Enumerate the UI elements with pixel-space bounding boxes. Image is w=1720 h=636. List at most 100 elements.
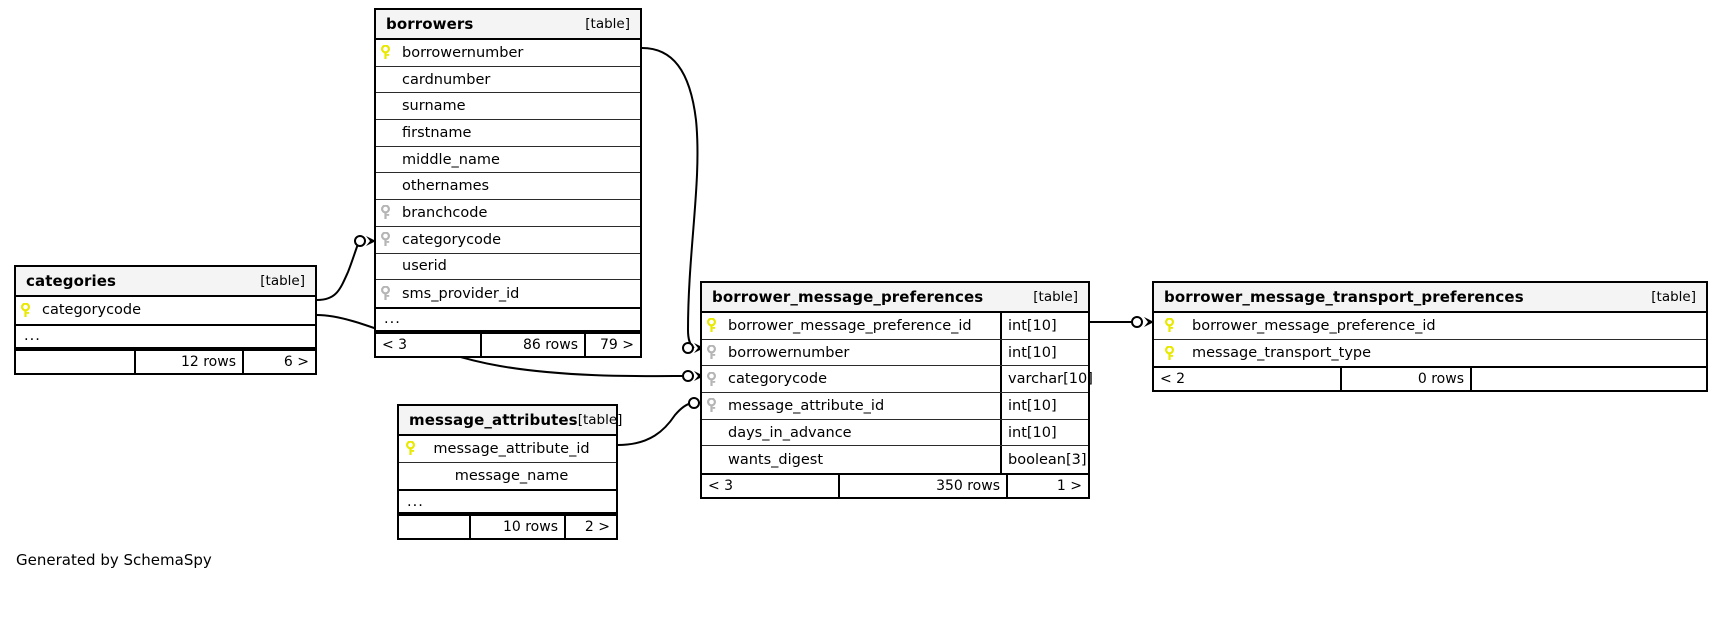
table-row[interactable]: categorycode	[376, 227, 640, 254]
footer-children-count[interactable]: 79 >	[584, 333, 640, 356]
primary-key-icon	[702, 313, 720, 339]
table-title: borrowers	[386, 15, 474, 33]
column-name: message_transport_type	[1192, 345, 1372, 362]
table-footer: < 3 86 rows 79 >	[376, 331, 640, 356]
column-type: varchar[10]	[1000, 366, 1093, 393]
table-row[interactable]: message_attribute_id int[10]	[702, 393, 1088, 420]
no-key-icon	[376, 173, 394, 199]
column-name: sms_provider_id	[402, 285, 520, 302]
table-tag: [table]	[1033, 289, 1078, 305]
table-row[interactable]: borrowernumber	[376, 40, 640, 67]
column-name: othernames	[402, 178, 490, 195]
table-row[interactable]: borrowernumber int[10]	[702, 339, 1088, 367]
table-tag: [table]	[585, 16, 630, 32]
footer-children-count	[1470, 368, 1706, 391]
footer-children-count[interactable]: 6 >	[242, 350, 315, 373]
table-row[interactable]: userid	[376, 254, 640, 281]
footer-parents-count	[399, 516, 469, 538]
table-header-borrowers: borrowers [table]	[376, 10, 640, 40]
primary-key-icon	[399, 436, 421, 462]
table-row[interactable]: days_in_advance int[10]	[702, 419, 1088, 447]
table-row[interactable]: firstname	[376, 120, 640, 147]
table-row[interactable]: borrower_message_preference_id int[10]	[702, 313, 1088, 340]
column-type: int[10]	[1000, 393, 1088, 419]
table-node-borrowers[interactable]: borrowers [table] borrowernumber cardnum…	[374, 8, 642, 358]
footer-children-count[interactable]: 1 >	[1006, 475, 1088, 498]
no-key-icon	[702, 446, 720, 473]
table-title: borrower_message_transport_preferences	[1164, 288, 1524, 306]
more-columns-indicator: ...	[376, 306, 640, 332]
table-footer: < 3 350 rows 1 >	[702, 473, 1088, 498]
no-key-icon	[376, 147, 394, 173]
primary-key-icon	[1154, 313, 1184, 339]
column-name: borrower_message_preference_id	[728, 317, 972, 334]
table-row[interactable]: message_transport_type	[1154, 340, 1706, 367]
table-node-borrower-message-transport-preferences[interactable]: borrower_message_transport_preferences […	[1152, 281, 1708, 393]
foreign-key-icon	[702, 393, 720, 419]
edge-endpoint-circle	[682, 342, 694, 354]
table-row[interactable]: cardnumber	[376, 67, 640, 94]
table-row[interactable]: borrower_message_preference_id	[1154, 313, 1706, 340]
footer-parents-count[interactable]: < 2	[1160, 371, 1186, 388]
footer-row-count: 86 rows	[480, 333, 584, 356]
column-name: userid	[402, 258, 447, 275]
generator-caption: Generated by SchemaSpy	[16, 551, 212, 569]
column-name: branchcode	[402, 204, 488, 221]
footer-row-count: 350 rows	[838, 475, 1006, 498]
foreign-key-icon	[376, 280, 394, 307]
table-node-categories[interactable]: categories [table] categorycode ... 12 r…	[14, 265, 317, 375]
table-title: message_attributes	[409, 411, 578, 429]
table-tag: [table]	[260, 273, 305, 289]
edge-endpoint-circle	[682, 370, 694, 382]
table-footer: 12 rows 6 >	[16, 348, 315, 373]
edge-endpoint-circle	[354, 235, 366, 247]
table-row[interactable]: surname	[376, 93, 640, 121]
table-title: borrower_message_preferences	[712, 288, 984, 306]
column-name: borrowernumber	[402, 44, 524, 61]
column-name: days_in_advance	[728, 424, 852, 441]
column-name: middle_name	[402, 151, 500, 168]
edge-endpoint-circle	[1131, 316, 1143, 328]
column-name: message_attribute_id	[433, 440, 590, 457]
table-row[interactable]: sms_provider_id	[376, 280, 640, 307]
table-row[interactable]: branchcode	[376, 200, 640, 227]
foreign-key-icon	[702, 366, 720, 392]
table-row[interactable]: categorycode	[16, 297, 315, 324]
table-footer: < 2 0 rows	[1154, 366, 1706, 391]
no-key-icon	[399, 463, 421, 490]
column-name: borrower_message_preference_id	[1192, 317, 1436, 334]
table-row[interactable]: othernames	[376, 173, 640, 201]
table-node-message-attributes[interactable]: message_attributes [table] message_attri…	[397, 404, 622, 541]
footer-parents-count[interactable]: < 3	[382, 336, 408, 353]
table-row[interactable]: middle_name	[376, 147, 640, 174]
column-type: boolean[3]	[1000, 446, 1088, 474]
footer-row-count: 10 rows	[469, 516, 564, 539]
no-key-icon	[376, 254, 394, 280]
footer-row-count: 12 rows	[134, 350, 242, 373]
table-tag: [table]	[1651, 289, 1696, 305]
column-name: categorycode	[728, 371, 828, 388]
primary-key-icon	[376, 40, 394, 66]
table-row[interactable]: message_attribute_id	[399, 436, 616, 463]
footer-row-count: 0 rows	[1340, 368, 1470, 391]
table-node-borrower-message-preferences[interactable]: borrower_message_preferences [table] bor…	[700, 281, 1093, 500]
table-row[interactable]: message_name	[399, 463, 616, 490]
no-key-icon	[376, 120, 394, 146]
column-name: categorycode	[402, 231, 502, 248]
column-name: cardnumber	[402, 71, 491, 88]
table-row[interactable]: categorycode varchar[10]	[702, 366, 1093, 394]
column-name: wants_digest	[728, 451, 824, 468]
table-row[interactable]: wants_digest boolean[3]	[702, 446, 1088, 474]
table-title: categories	[26, 272, 117, 290]
footer-children-count[interactable]: 2 >	[564, 516, 616, 539]
column-name: message_name	[454, 468, 569, 485]
table-header-message-attributes: message_attributes [table]	[399, 406, 622, 436]
column-type: int[10]	[1000, 313, 1088, 339]
column-type: int[10]	[1000, 339, 1088, 366]
foreign-key-icon	[376, 227, 394, 253]
footer-parents-count[interactable]: < 3	[708, 478, 734, 495]
footer-parents-count	[16, 351, 134, 373]
no-key-icon	[376, 67, 394, 93]
primary-key-icon	[1154, 340, 1184, 367]
